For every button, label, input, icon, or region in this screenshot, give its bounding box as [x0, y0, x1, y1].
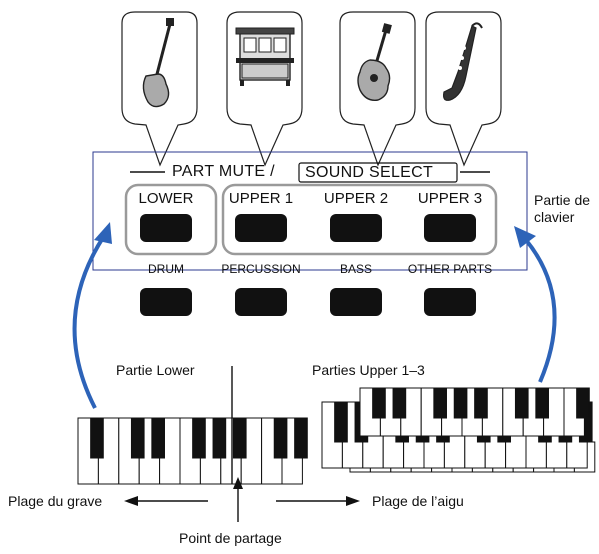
balloon-saxophone [425, 11, 502, 167]
keyboard-part-label: Partie de clavier [534, 192, 591, 225]
balloon-electric-bass [121, 11, 198, 167]
drum-button-label: DRUM [148, 262, 184, 276]
lower-button-label: LOWER [138, 190, 194, 207]
arrow-to-lower [72, 222, 112, 409]
upper1-button-label: UPPER 1 [228, 190, 294, 207]
control-panel-frame [92, 151, 528, 271]
lower-manual-black-key [232, 417, 247, 459]
split-point-label: Point de partage [179, 530, 282, 546]
lower-manual-black-key [130, 417, 145, 459]
electric-bass-icon [142, 18, 174, 108]
balloon-guitar [339, 11, 416, 167]
upright-piano-icon [235, 27, 295, 86]
lower-manual-black-key [294, 417, 308, 459]
piano-keyboard [77, 387, 596, 485]
acoustic-guitar-icon [357, 23, 392, 101]
low-range-arrow [124, 496, 208, 506]
lower-manual-black-key [273, 417, 288, 459]
high-range-arrow [276, 496, 360, 506]
top-manual-black-key [372, 387, 386, 419]
bass-button[interactable] [330, 288, 382, 316]
other-parts-button[interactable] [424, 288, 476, 316]
top-manual-black-key [392, 387, 407, 419]
percussion-button[interactable] [235, 288, 287, 316]
high-range-label: Plage de l’aigu [372, 493, 464, 509]
top-manual-black-key [453, 387, 468, 419]
lower-button[interactable] [140, 214, 192, 242]
top-manual-black-key [576, 387, 590, 419]
upper-manual-black-key [334, 401, 348, 443]
upper2-button-label: UPPER 2 [323, 190, 389, 207]
percussion-button-label: PERCUSSION [221, 262, 301, 276]
top-manual-black-key [535, 387, 549, 419]
upper1-button[interactable] [235, 214, 287, 242]
lower-manual-black-key [212, 417, 227, 459]
upper2-button[interactable] [330, 214, 382, 242]
arrow-to-upper [514, 226, 557, 383]
panel-title-sound-select: SOUND SELECT [305, 164, 434, 181]
upper3-button[interactable] [424, 214, 476, 242]
split-point-arrow [233, 477, 243, 522]
lower-manual-black-key [151, 417, 165, 459]
lower-group-outline [124, 183, 218, 256]
lower-part-label: Partie Lower [116, 362, 195, 378]
panel-title-part-mute: PART MUTE / [172, 163, 275, 180]
lower-manual-black-key [192, 417, 206, 459]
top-manual-black-key [514, 387, 529, 419]
upper3-button-label: UPPER 3 [417, 190, 483, 207]
sound-select-frame [298, 162, 458, 183]
saxophone-icon [443, 22, 483, 101]
low-range-label: Plage du grave [8, 493, 103, 509]
upper-parts-label: Parties Upper 1–3 [312, 362, 425, 378]
top-manual-black-key [433, 387, 447, 419]
top-manual-black-key [474, 387, 488, 419]
bass-button-label: BASS [339, 262, 372, 276]
other-parts-button-label: OTHER PARTS [407, 262, 493, 276]
upper-group-outline [221, 183, 498, 256]
drum-button[interactable] [140, 288, 192, 316]
lower-manual-black-key [90, 417, 104, 459]
balloon-piano [226, 11, 303, 167]
